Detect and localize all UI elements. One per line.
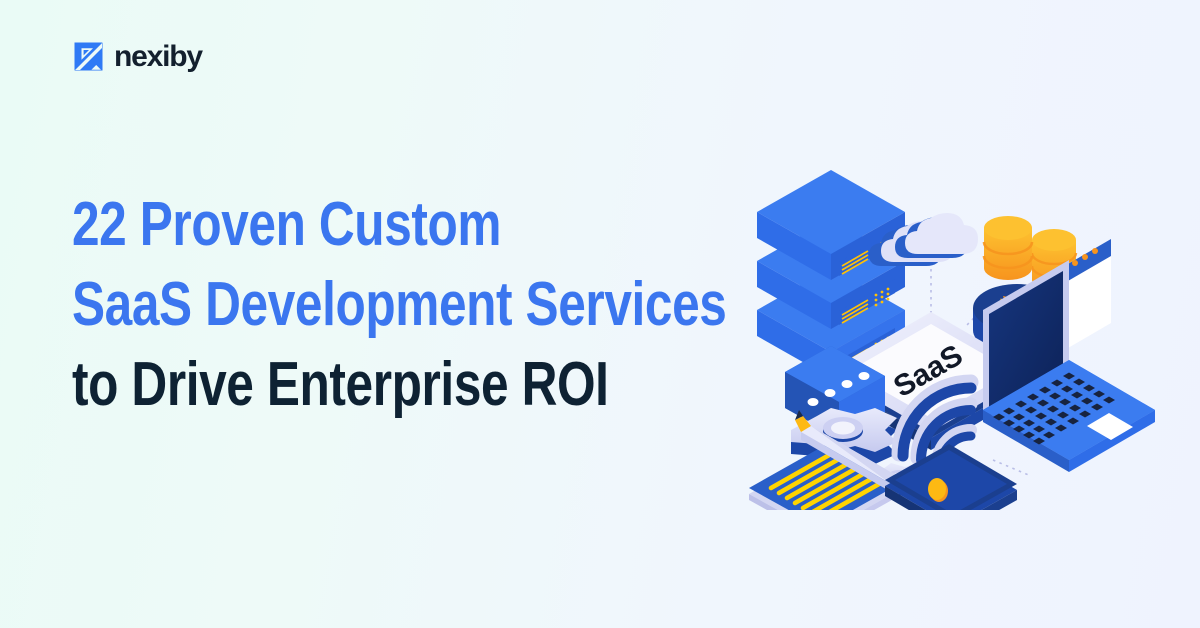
headline-line-3: to Drive Enterprise ROI — [72, 350, 609, 419]
brand-logo[interactable]: nexiby — [72, 39, 203, 73]
headline-line-2: SaaS Development Services — [72, 270, 727, 339]
server-rack-icon — [757, 170, 905, 378]
cloud-icon — [869, 213, 978, 266]
brand-wordmark: nexiby — [114, 39, 203, 73]
document-pencil-icon — [749, 410, 903, 510]
laptop-icon — [983, 260, 1155, 472]
page-title: 22 Proven Custom SaaS Development Servic… — [72, 185, 890, 425]
smartphone-wifi-icon — [885, 374, 1017, 510]
arrow-square-icon — [72, 40, 105, 73]
saas-isometric-illustration: SaaS — [735, 120, 1165, 510]
headline-line-1: 22 Proven Custom — [72, 190, 502, 259]
